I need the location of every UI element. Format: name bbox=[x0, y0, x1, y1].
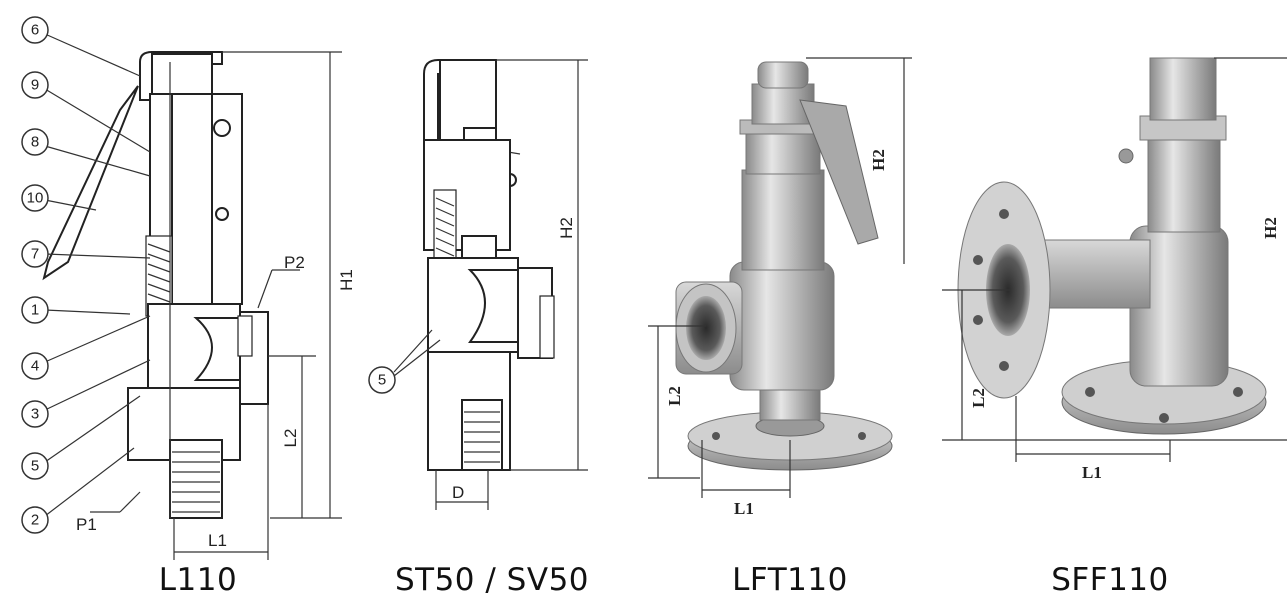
sff110-drawing bbox=[957, 57, 1267, 435]
svg-text:4: 4 bbox=[31, 358, 39, 375]
callout-3: 3 bbox=[21, 359, 151, 428]
l110-drawing bbox=[42, 51, 269, 519]
svg-text:6: 6 bbox=[31, 22, 39, 39]
lft110-dimensions bbox=[648, 57, 912, 498]
st50-spring bbox=[433, 189, 457, 271]
callout-5: 5 bbox=[21, 395, 141, 480]
lft110-dim-l2: L2 bbox=[665, 386, 684, 406]
dim-p1: P1 bbox=[76, 515, 97, 534]
callout-10: 10 bbox=[21, 184, 97, 212]
dim-h1: H1 bbox=[337, 269, 356, 291]
sff110-labels: H2 L2 L1 bbox=[969, 217, 1280, 482]
sff110-dim-l1: L1 bbox=[1082, 463, 1102, 482]
lft110-dim-l1: L1 bbox=[734, 499, 754, 518]
st50-dim-h2: H2 bbox=[557, 217, 576, 239]
sff110-dimensions bbox=[942, 57, 1287, 462]
svg-text:7: 7 bbox=[31, 246, 39, 263]
callout-2: 2 bbox=[21, 447, 135, 534]
callout-1: 1 bbox=[21, 296, 131, 324]
callout-4: 4 bbox=[21, 315, 151, 380]
svg-text:9: 9 bbox=[31, 77, 39, 94]
model-label-l110: L110 bbox=[158, 562, 238, 598]
dim-p2: P2 bbox=[284, 253, 305, 272]
sff110-dim-l2: L2 bbox=[969, 388, 988, 408]
callout-6: 6 bbox=[21, 16, 141, 77]
svg-text:8: 8 bbox=[31, 134, 39, 151]
callout-9: 9 bbox=[21, 71, 151, 153]
svg-text:2: 2 bbox=[31, 512, 39, 529]
lft110-drawing bbox=[675, 61, 893, 471]
st50-dimensions bbox=[393, 59, 588, 510]
callout-7: 7 bbox=[21, 240, 151, 268]
lft110-dim-h2: H2 bbox=[869, 149, 888, 171]
st50-labels: H2 D 5 bbox=[368, 217, 576, 502]
lft110-labels: H2 L2 L1 bbox=[665, 149, 888, 518]
callout-8: 8 bbox=[21, 128, 151, 177]
svg-text:3: 3 bbox=[31, 406, 39, 423]
st50-dim-d: D bbox=[452, 483, 464, 502]
callout-list: 6 9 8 10 7 1 4 3 5 2 bbox=[21, 16, 151, 534]
dim-l1: L1 bbox=[208, 531, 227, 550]
sff110-dim-h2: H2 bbox=[1261, 217, 1280, 239]
dim-l2: L2 bbox=[281, 429, 300, 448]
st50-drawing bbox=[423, 59, 555, 471]
svg-text:10: 10 bbox=[27, 190, 44, 207]
svg-text:5: 5 bbox=[31, 458, 39, 475]
model-label-lft110: LFT110 bbox=[732, 562, 848, 598]
svg-text:1: 1 bbox=[31, 302, 39, 319]
model-label-st50-sv50: ST50 / SV50 bbox=[394, 562, 590, 598]
l110-dimensions bbox=[90, 51, 342, 560]
st50-callout-5: 5 bbox=[378, 372, 386, 389]
l110-dimension-labels: H1 P2 L2 P1 L1 bbox=[76, 253, 356, 550]
l110-spring bbox=[145, 235, 173, 317]
model-label-sff110: SFF110 bbox=[1051, 562, 1169, 598]
